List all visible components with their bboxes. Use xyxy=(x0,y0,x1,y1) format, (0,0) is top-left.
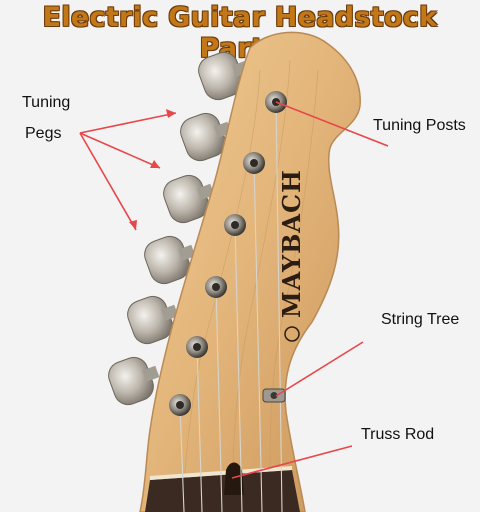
tuning-post xyxy=(224,214,246,236)
tuning-post xyxy=(186,336,208,358)
label-tuning-pegs-2: Pegs xyxy=(25,125,62,142)
brand-logo-text: MAYBACH xyxy=(277,169,306,318)
arrow-pegs-3 xyxy=(79,132,137,231)
label-tuning-posts: Tuning Posts xyxy=(373,117,466,134)
brand-logo: MAYBACH xyxy=(277,169,306,342)
label-string-tree: String Tree xyxy=(381,311,460,328)
tuning-peg xyxy=(127,295,179,345)
callout-arrows xyxy=(79,101,389,479)
tuning-post xyxy=(205,276,227,298)
arrowheads xyxy=(129,109,176,230)
arrow-pegs-2 xyxy=(79,132,161,169)
headstock-body xyxy=(139,31,361,512)
tuning-posts xyxy=(169,91,287,416)
tuning-post xyxy=(243,152,265,174)
tuning-peg xyxy=(180,112,232,162)
arrow-truss-rod xyxy=(231,445,353,479)
tuning-peg xyxy=(163,174,215,224)
tuning-pegs xyxy=(108,51,250,406)
tuning-post xyxy=(169,394,191,416)
arrow-tuning-posts xyxy=(275,101,389,147)
label-truss-rod: Truss Rod xyxy=(361,426,435,443)
strings xyxy=(179,101,283,512)
arrow-pegs-1 xyxy=(79,112,177,134)
tuning-peg xyxy=(108,356,160,406)
arrow-string-tree xyxy=(275,341,364,397)
truss-rod-slot xyxy=(224,462,244,495)
tuning-peg xyxy=(144,235,196,285)
string-tree xyxy=(262,388,286,403)
label-tuning-pegs-1: Tuning xyxy=(22,94,71,111)
wood-grain xyxy=(181,59,319,512)
